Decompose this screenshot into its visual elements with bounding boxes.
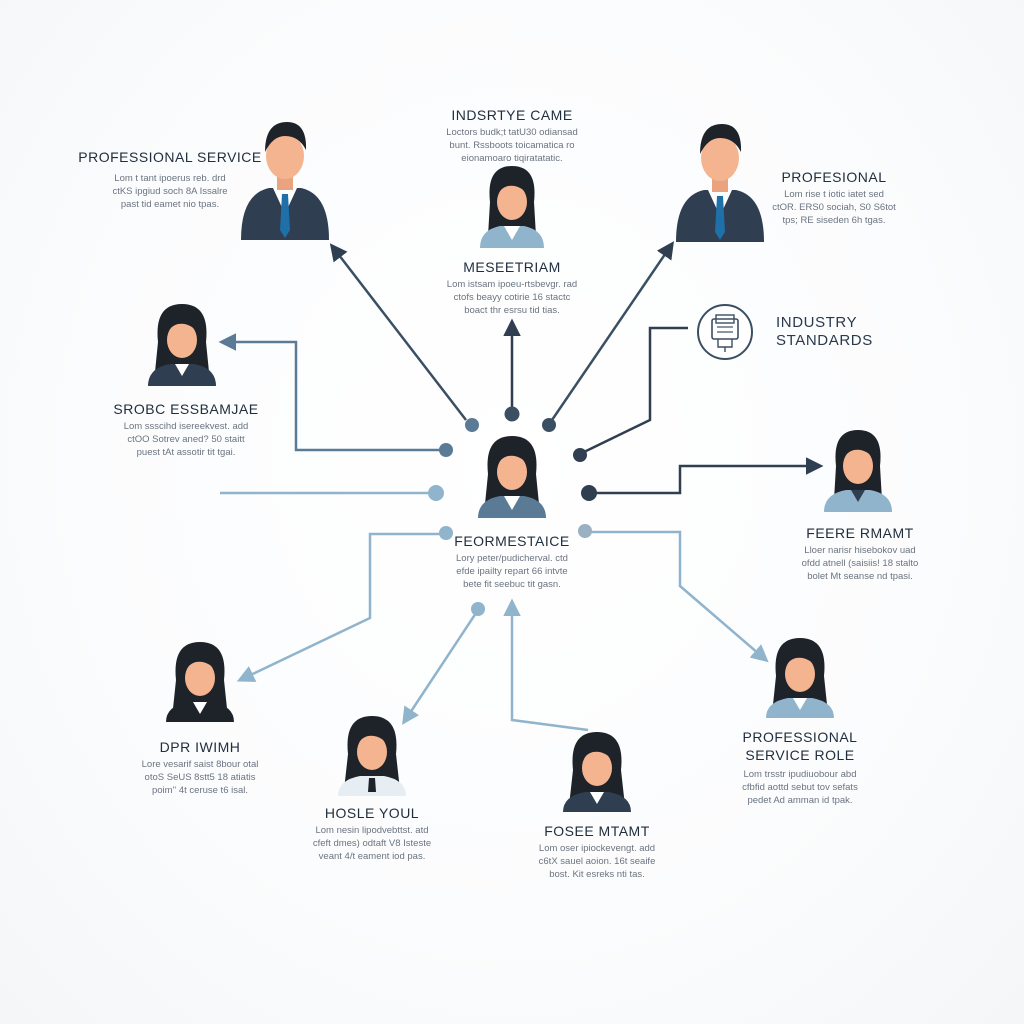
avatar-right-mid	[824, 430, 892, 512]
desc-line: tps; RE siseden 6h tgas.	[782, 215, 886, 226]
node-title: PROFESSIONAL SERVICE	[78, 149, 262, 165]
desc-line: ofdd atnell (saisiis! 18 stalto	[801, 558, 919, 569]
node-label-center: FEORMESTAICE Lory peter/pudicherval. ctd…	[412, 532, 612, 591]
desc-line: Lom trsstr ipudiuobour abd	[743, 769, 857, 780]
node-label-bottom-right: PROFESSIONAL SERVICE ROLE Lom trsstr ipu…	[700, 728, 900, 807]
node-label-top-center-lower: MESEETRIAM Lom istsam ipoeu-rtsbevgr. ra…	[412, 258, 612, 317]
hub-dot	[428, 485, 444, 501]
desc-line: bunt. Rssboots toicamatica ro	[449, 140, 575, 151]
desc-line: otoS SeUS 8stt5 18 atiatis	[144, 772, 256, 783]
connector-left-mid	[218, 333, 440, 452]
node-desc: Lom trsstr ipudiuobour abd cfbfid aottd …	[700, 768, 900, 807]
node-title: SROBC ESSBAMJAE	[113, 401, 259, 417]
avatar-left-mid	[148, 304, 216, 386]
desc-line: poim'' 4t ceruse t6 isal.	[151, 785, 249, 796]
desc-line: ctKS ipgiud soch 8A Issalre	[112, 186, 228, 197]
desc-line: Lom t tant ipoerus reb. drd	[114, 173, 226, 184]
node-desc: Lom rise t iotic iatet sed ctOR. ERS0 so…	[734, 188, 934, 227]
node-title: PROFESSIONAL SERVICE ROLE	[742, 729, 858, 763]
avatar-top-center	[480, 166, 544, 248]
node-desc: Lom nesin lipodvebttst. atd cfeft dmes) …	[272, 824, 472, 863]
avatar-top-right	[676, 124, 764, 242]
connector-bottom-mid	[503, 598, 589, 732]
desc-line: Lloer narisr hisebokov uad	[804, 545, 916, 556]
standards-title: INDUSTRY STANDARDS	[776, 314, 873, 349]
document-stack-icon	[697, 304, 753, 360]
desc-line: ctOR. ERS0 sociah, S0 S6tot	[772, 202, 896, 213]
connector-top-right	[550, 241, 674, 421]
desc-line: eionamoaro tiqiratatatic.	[461, 153, 563, 164]
connector-bottom-right	[590, 530, 769, 663]
node-desc: Lory peter/pudicherval. ctd efde ipailty…	[412, 552, 612, 591]
desc-line: Lom ssscihd isereekvest. add	[123, 421, 249, 432]
desc-line: past tid eamet nio tpas.	[120, 199, 220, 210]
node-label-bottom-mid: FOSEE MTAMT Lom oser ipiockevengt. add c…	[497, 822, 697, 881]
avatar-top-left	[241, 122, 329, 240]
node-title: FOSEE MTAMT	[544, 823, 650, 839]
desc-line: Lom rise t iotic iatet sed	[784, 189, 884, 200]
desc-line: pedet Ad amman id tpak.	[747, 795, 853, 806]
node-title: FEERE RMAMT	[806, 525, 914, 541]
node-label-right-mid: FEERE RMAMT Lloer narisr hisebokov uad o…	[760, 524, 960, 583]
node-title: HOSLE YOUL	[324, 805, 420, 821]
desc-line: Lore vesarif saist 8bour otal	[141, 759, 259, 770]
desc-line: Lom istsam ipoeu-rtsbevgr. rad	[446, 279, 578, 290]
desc-line: cfeft dmes) odtaft V8 Isteste	[312, 838, 432, 849]
node-desc: Lom istsam ipoeu-rtsbevgr. rad ctofs bea…	[412, 278, 612, 317]
desc-line: bolet Mt seanse nd tpasi.	[807, 571, 913, 582]
avatar-bottom-mid	[563, 732, 631, 812]
desc-line: veant 4/t eament iod pas.	[318, 851, 426, 862]
desc-line: Lory peter/pudicherval. ctd	[456, 553, 568, 564]
avatar-center	[478, 436, 546, 518]
desc-line: boact thr esrsu tid tias.	[464, 305, 560, 316]
connector-bottom-left	[236, 532, 440, 682]
node-desc: Lom ssscihd isereekvest. add ctOO Sotrev…	[86, 420, 286, 459]
connector-bottom-mid-left	[402, 609, 480, 725]
center-title: FEORMESTAICE	[454, 533, 570, 549]
desc-line: puest tAt assotir tit tgai.	[136, 447, 236, 458]
node-title: DPR IWIMH	[159, 739, 241, 755]
desc-line: cfbfid aottd sebut tov sefats	[742, 782, 858, 793]
node-label-bottom-left: DPR IWIMH Lore vesarif saist 8bour otal …	[100, 738, 300, 797]
hub-dot	[581, 485, 597, 501]
desc-line: Loctors budk;t tatU30 odiansad	[446, 127, 578, 138]
node-desc: Lore vesarif saist 8bour otal otoS SeUS …	[100, 758, 300, 797]
hub-dot	[439, 526, 453, 540]
avatar-bottom-left	[166, 642, 234, 722]
desc-line: bost. Kit esreks nti tas.	[549, 869, 645, 880]
connector-top-left	[329, 243, 467, 421]
node-desc: Lom t tant ipoerus reb. drd ctKS ipgiud …	[70, 172, 270, 211]
hub-dot	[542, 418, 556, 432]
hub-dot	[578, 524, 592, 538]
hub-dot	[573, 448, 587, 462]
node-label-bottom-mid-left: HOSLE YOUL Lom nesin lipodvebttst. atd c…	[272, 804, 472, 863]
desc-line: efde ipailty repart 66 intvte	[456, 566, 568, 577]
desc-line: Lom nesin lipodvebttst. atd	[315, 825, 429, 836]
node-title: PROFESIONAL	[781, 169, 887, 185]
hub-dot	[504, 406, 520, 422]
connector-standards	[583, 326, 688, 454]
avatar-bottom-right	[766, 638, 834, 718]
node-title: INDSRTYE CAME	[451, 107, 573, 123]
hub-dot	[471, 602, 485, 616]
hub-dot	[439, 443, 453, 457]
node-label-top-center: INDSRTYE CAME Loctors budk;t tatU30 odia…	[412, 106, 612, 165]
desc-line: c6tX sauel aoion. 16t seaife	[538, 856, 656, 867]
desc-line: bete fit seebuc tit gasn.	[463, 579, 561, 590]
node-desc: Loctors budk;t tatU30 odiansad bunt. Rss…	[412, 126, 612, 165]
node-desc: Lloer narisr hisebokov uad ofdd atnell (…	[760, 544, 960, 583]
desc-line: ctOO Sotrev aned? 50 staitt	[127, 434, 245, 445]
hub-dot	[465, 418, 479, 432]
node-title: MESEETRIAM	[463, 259, 561, 275]
node-label-top-left: PROFESSIONAL SERVICE Lom t tant ipoerus …	[70, 148, 270, 211]
node-desc: Lom oser ipiockevengt. add c6tX sauel ao…	[497, 842, 697, 881]
desc-line: Lom oser ipiockevengt. add	[538, 843, 656, 854]
avatar-bottom-mid-left	[338, 716, 406, 796]
node-label-left-mid: SROBC ESSBAMJAE Lom ssscihd isereekvest.…	[86, 400, 286, 459]
connector-right-mid	[596, 457, 824, 495]
desc-line: ctofs beayy cotirie 16 stactc	[453, 292, 571, 303]
node-label-top-right: PROFESIONAL Lom rise t iotic iatet sed c…	[734, 168, 934, 227]
